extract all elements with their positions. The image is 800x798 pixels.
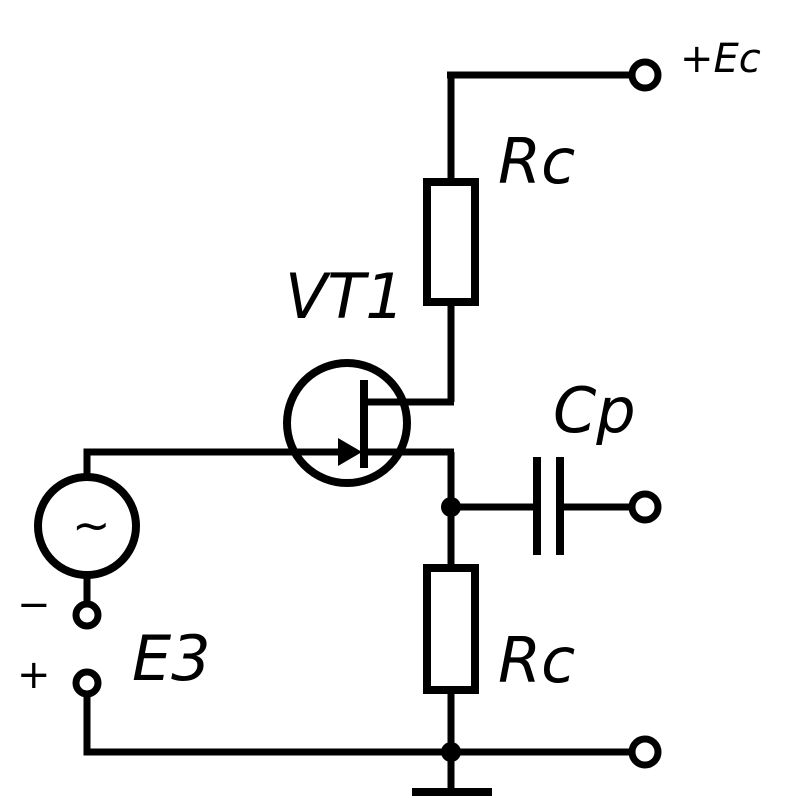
ac-source-symbol: ~ bbox=[72, 498, 111, 552]
transistor-body bbox=[283, 359, 411, 487]
bias-terminal-minus bbox=[72, 600, 102, 630]
supply-wire bbox=[447, 71, 630, 182]
capacitor-label: Cp bbox=[553, 374, 636, 447]
plus-sign: + bbox=[17, 652, 51, 698]
common-terminal bbox=[628, 735, 662, 769]
supply-label: +Ec bbox=[680, 36, 761, 82]
drain-resistor bbox=[423, 178, 479, 306]
drain-resistor-label: Rc bbox=[498, 125, 575, 198]
drain-wire bbox=[364, 302, 455, 406]
source-resistor bbox=[423, 564, 479, 694]
common-rail bbox=[83, 694, 630, 756]
transistor-label: VT1 bbox=[285, 260, 405, 333]
ground-node bbox=[441, 742, 461, 762]
gate-wire bbox=[83, 448, 345, 480]
source-resistor-label: Rc bbox=[498, 624, 575, 697]
gate-arrow bbox=[338, 438, 362, 466]
source-wire bbox=[364, 448, 455, 568]
output-terminal bbox=[628, 490, 662, 524]
minus-sign: − bbox=[17, 582, 51, 628]
bias-source-label: E3 bbox=[132, 622, 211, 695]
bias-terminal-plus bbox=[72, 668, 102, 698]
supply-terminal bbox=[628, 58, 662, 92]
